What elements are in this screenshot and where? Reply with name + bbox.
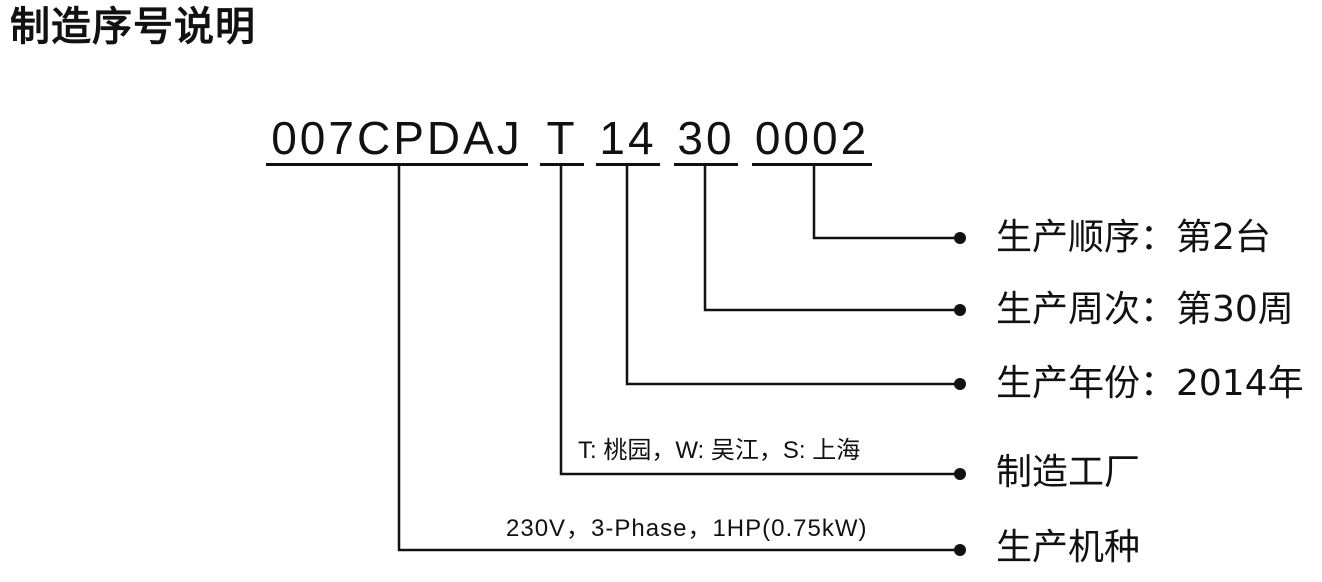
serial-factory-underline (540, 163, 584, 166)
serial-week-segment: 30 (677, 112, 735, 164)
serial-model-segment: 007CPDAJ (271, 112, 523, 164)
page-title: 制造序号说明 (10, 4, 256, 50)
note-factory-codes: T: 桃园，W: 吴江，S: 上海 (578, 437, 861, 464)
label-year: 生产年份：2014年 (996, 363, 1304, 404)
connector-week (703, 166, 960, 312)
serial-model-underline (266, 163, 528, 166)
serial-year-segment: 14 (599, 112, 657, 164)
label-model: 生产机种 (996, 527, 1141, 568)
note-model-spec: 230V，3-Phase，1HP(0.75kW) (506, 515, 868, 542)
endpoint-year (954, 378, 966, 390)
endpoint-sequence (954, 232, 966, 244)
connector-year (625, 166, 960, 386)
label-factory: 制造工厂 (996, 452, 1141, 493)
serial-factory-segment: T (546, 112, 578, 164)
serial-week-underline (674, 163, 738, 166)
connector-sequence (812, 166, 960, 240)
serial-sequence-underline (752, 163, 872, 166)
connector-model (397, 166, 960, 552)
label-week: 生产周次：第30周 (996, 289, 1294, 330)
serial-sequence-segment: 0002 (754, 112, 870, 164)
connector-factory (559, 166, 960, 476)
serial-year-underline (596, 163, 660, 166)
label-sequence: 生产顺序：第2台 (996, 217, 1271, 258)
endpoint-model (954, 544, 966, 556)
endpoint-week (954, 304, 966, 316)
endpoint-factory (954, 468, 966, 480)
